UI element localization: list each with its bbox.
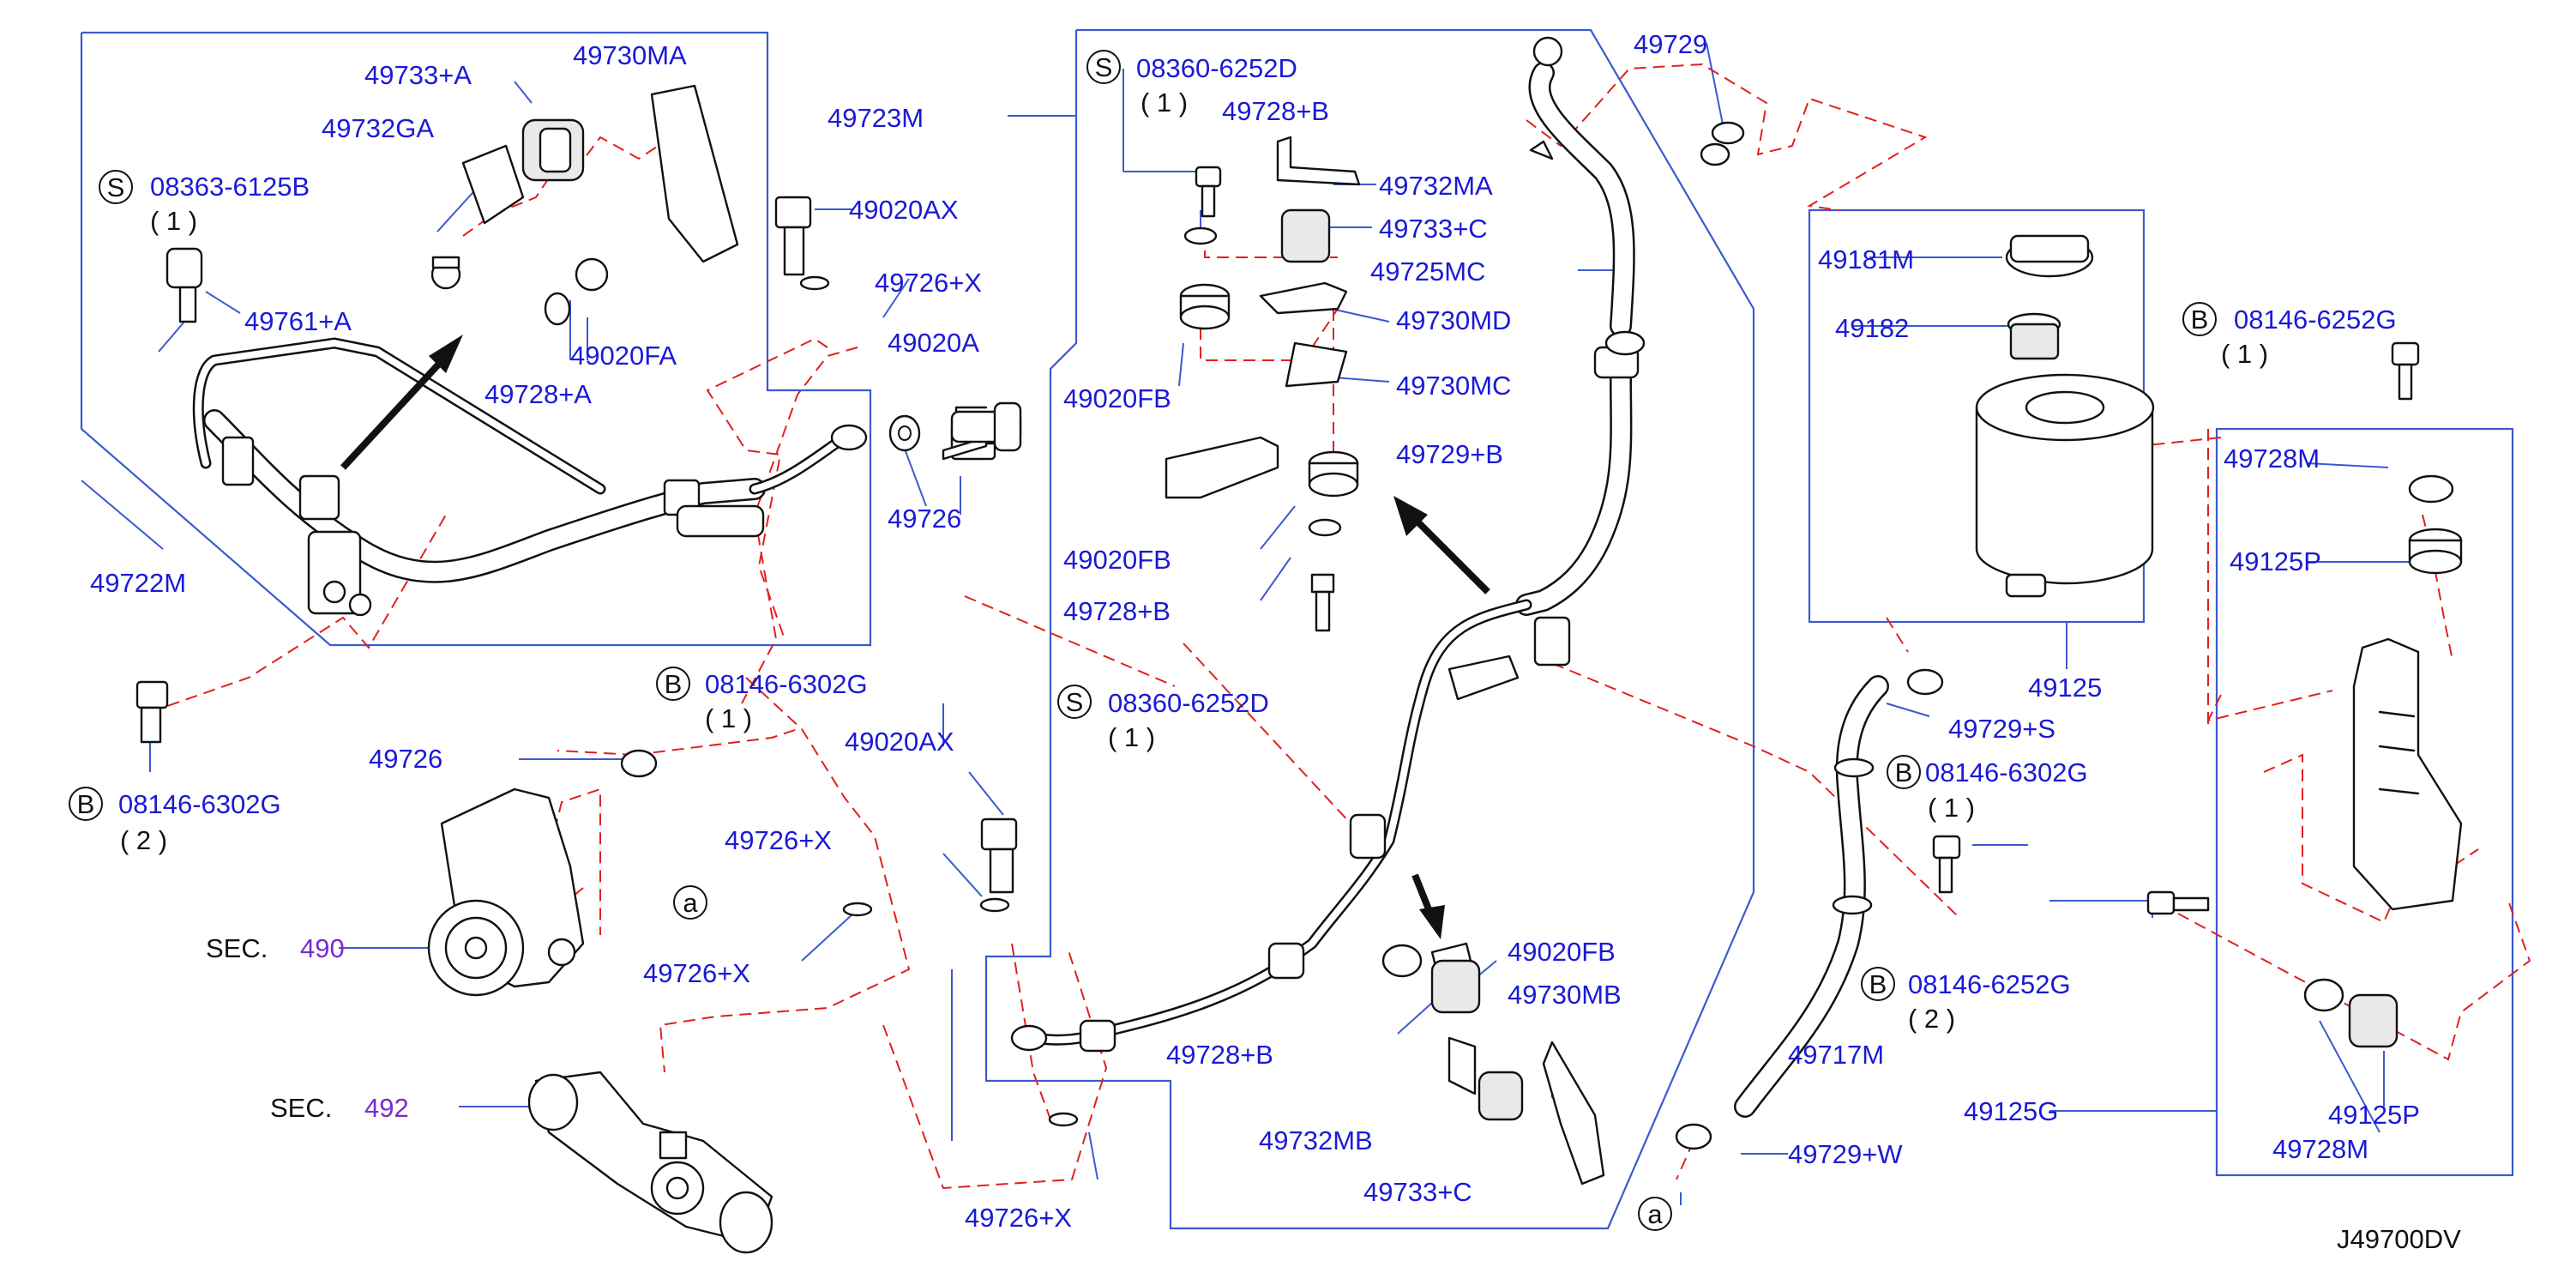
section-label: SEC. — [270, 1093, 332, 1123]
frames — [80, 28, 2514, 1230]
symbol-b: B — [2191, 305, 2209, 335]
label-49726: 49726 — [369, 744, 442, 774]
label-49732GA: 49732GA — [322, 113, 434, 143]
label-49730MA: 49730MA — [573, 40, 687, 70]
label-49733A: 49733+A — [364, 60, 472, 90]
label-49125: 49125 — [2028, 673, 2102, 703]
label-qty: ( 1 ) — [1141, 87, 1188, 118]
label-qty: ( 2 ) — [1908, 1004, 1955, 1034]
ref-a-circle: a — [1647, 1199, 1663, 1229]
label-qty: ( 1 ) — [1108, 722, 1155, 752]
fitting-49020A — [888, 401, 1022, 452]
bracket-icon — [1165, 136, 2463, 1186]
label-49125P: 49125P — [2328, 1100, 2420, 1130]
symbol-s: S — [1066, 687, 1084, 717]
label-49728A: 49728+A — [485, 379, 592, 409]
washer-icon — [620, 226, 1342, 1127]
callout-circles: S S S B B B B B a a — [69, 50, 2217, 1231]
label-49733C: 49733+C — [1379, 214, 1488, 244]
label-49725MC: 49725MC — [1370, 256, 1485, 287]
label-49125P: 49125P — [2230, 546, 2321, 576]
clamp-icon — [1604, 121, 1944, 1150]
label-49125G: 49125G — [1964, 1096, 2058, 1126]
label-49730MB: 49730MB — [1508, 980, 1622, 1010]
pressure-switch-49761A — [166, 247, 203, 323]
leader-lines — [81, 42, 2427, 1205]
label-qty: ( 1 ) — [2221, 339, 2268, 369]
label-49181M: 49181M — [1818, 244, 1914, 275]
grommet-icon — [1179, 208, 2463, 1121]
hose-assembly-49722M — [192, 337, 868, 617]
label-qty: ( 1 ) — [1928, 793, 1975, 823]
label-49728M: 49728M — [2272, 1134, 2368, 1164]
diagram-code: J49700DV — [2337, 1224, 2461, 1254]
label-49732MB: 49732MB — [1259, 1125, 1373, 1155]
label-49020AX: 49020AX — [849, 195, 959, 225]
label-49730MD: 49730MD — [1396, 305, 1511, 335]
label-49733C: 49733+C — [1363, 1177, 1472, 1207]
symbol-s: S — [107, 172, 125, 202]
hose-49725MC — [1010, 36, 1640, 1053]
label-49726X: 49726+X — [643, 958, 750, 988]
label-49732MA: 49732MA — [1379, 171, 1493, 201]
label-49728B: 49728+B — [1166, 1040, 1273, 1070]
section-492: 492 — [364, 1093, 409, 1123]
gear-box-icon — [527, 1071, 773, 1254]
label-49020FB: 49020FB — [1063, 383, 1171, 413]
symbol-b: B — [77, 789, 95, 819]
label-49729S: 49729+S — [1948, 714, 2055, 744]
label-49761A: 49761+A — [244, 306, 352, 336]
arrow-icon — [1393, 496, 1490, 939]
reservoir-icon — [1975, 234, 2155, 598]
parts — [135, 36, 2463, 1254]
section-490: 490 — [300, 933, 345, 963]
label-49726X: 49726+X — [965, 1203, 1072, 1233]
section-label: SEC. — [206, 933, 268, 963]
label-49729: 49729 — [1634, 29, 1707, 59]
label-49182: 49182 — [1835, 313, 1909, 343]
label-08146-6252G: 08146-6252G — [1908, 969, 2071, 999]
arrow-icon — [340, 335, 463, 470]
pump-icon — [427, 787, 585, 997]
label-49729B: 49729+B — [1396, 439, 1503, 469]
label-49020FB: 49020FB — [1063, 545, 1171, 575]
part-labels: 49733+A 49730MA 49732GA 08363-6125B ( 1 … — [90, 29, 2461, 1254]
label-49728B: 49728+B — [1063, 596, 1171, 626]
label-49728M: 49728M — [2224, 443, 2320, 474]
clip-parts — [430, 84, 739, 326]
label-49020A: 49020A — [888, 328, 979, 358]
hose-49717M — [1734, 675, 1889, 1118]
label-49726X: 49726+X — [875, 268, 982, 298]
symbol-b: B — [1869, 969, 1887, 999]
label-08360-6252D: 08360-6252D — [1108, 688, 1269, 718]
assembly-dashed-lines — [149, 63, 2531, 1190]
label-49020FA: 49020FA — [570, 341, 677, 371]
label-49020AX: 49020AX — [845, 727, 954, 757]
symbol-b: B — [1895, 757, 1913, 787]
label-49730MC: 49730MC — [1396, 371, 1511, 401]
label-49729W: 49729+W — [1788, 1139, 1903, 1169]
label-49726: 49726 — [888, 504, 961, 534]
label-08363-6125B: 08363-6125B — [150, 172, 310, 202]
label-49726X: 49726+X — [725, 825, 832, 855]
label-49728B: 49728+B — [1222, 96, 1329, 126]
label-08146-6302G: 08146-6302G — [705, 669, 868, 699]
label-49722M: 49722M — [90, 568, 186, 598]
label-qty: ( 2 ) — [120, 825, 167, 855]
label-08360-6252D: 08360-6252D — [1136, 53, 1297, 83]
bolt-icon — [135, 166, 2420, 915]
label-qty: ( 1 ) — [705, 703, 752, 733]
label-08146-6302G: 08146-6302G — [118, 789, 281, 819]
label-08146-6302G: 08146-6302G — [1925, 757, 2088, 787]
label-08146-6252G: 08146-6252G — [2234, 305, 2397, 335]
label-49723M: 49723M — [828, 103, 924, 133]
label-qty: ( 1 ) — [150, 206, 197, 236]
symbol-b: B — [665, 669, 683, 699]
symbol-s: S — [1095, 52, 1113, 82]
ref-a-circle: a — [683, 888, 698, 918]
label-49020FB: 49020FB — [1508, 937, 1616, 967]
label-49717M: 49717M — [1788, 1040, 1884, 1070]
